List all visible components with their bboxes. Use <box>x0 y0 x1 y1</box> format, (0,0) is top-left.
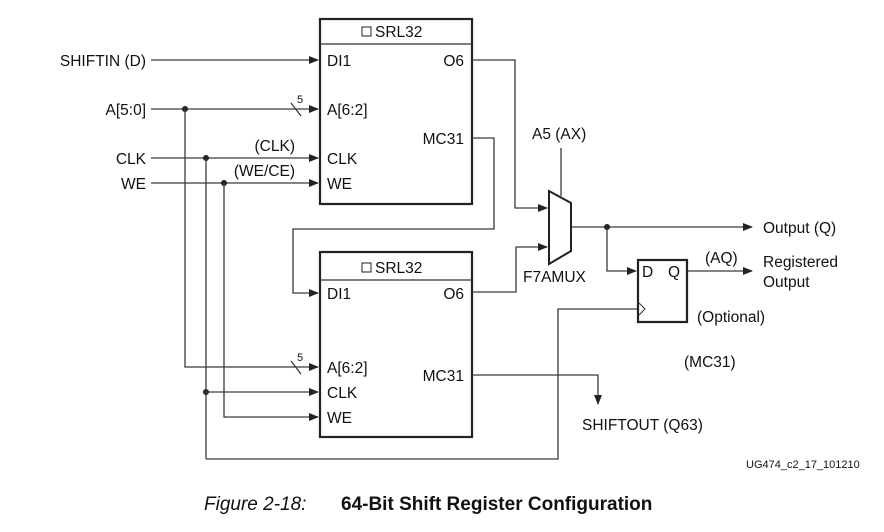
srl-bottom-mc31: MC31 <box>423 368 464 385</box>
clock-triangle-icon <box>638 302 646 316</box>
registered-label-line2: Output <box>763 274 810 291</box>
address-wire-bottom <box>184 109 319 371</box>
srl-square-icon <box>361 26 372 37</box>
mux-shape <box>548 189 572 266</box>
srl-top-di: DI1 <box>327 53 351 70</box>
o6-bottom-to-mux-wire <box>472 243 548 293</box>
srl-top-mc31: MC31 <box>423 131 464 148</box>
registered-label-line1: Registered <box>763 254 838 271</box>
clk-label: CLK <box>116 151 147 168</box>
srl-top-addr: A[6:2] <box>327 102 368 119</box>
clk-to-flipflop-wire <box>206 308 638 460</box>
srl32-bottom: SRL32 DI1 A[6:2] CLK WE O6 MC31 <box>318 250 474 439</box>
bus-width-top: 5 <box>297 94 303 106</box>
shiftout-label: SHIFTOUT (Q63) <box>582 417 703 434</box>
aq-label: (AQ) <box>705 250 738 267</box>
srl32-top: SRL32 DI1 A[6:2] CLK WE O6 MC31 <box>318 17 474 206</box>
caption-number: Figure 2-18: <box>204 494 306 515</box>
ff-q-label: Q <box>668 264 680 281</box>
output-q-label: Output (Q) <box>763 220 836 237</box>
srl-top-we: WE <box>327 176 352 193</box>
srl-bottom-clk: CLK <box>327 385 358 402</box>
clk-alias-label: (CLK) <box>255 138 295 155</box>
bus-slash-bottom <box>290 360 302 375</box>
srl-bottom-title: SRL32 <box>375 260 422 277</box>
mux-to-ff-wire <box>606 227 637 275</box>
shiftin-label: SHIFTIN (D) <box>60 53 146 70</box>
srl-top-clk: CLK <box>327 151 358 168</box>
we-alias-label: (WE/CE) <box>234 163 295 180</box>
f7amux: A5 (AX) F7AMUX <box>523 126 587 286</box>
mux-select-label: A5 (AX) <box>532 126 586 143</box>
mc31-cascade-wire <box>292 137 495 297</box>
we-label: WE <box>121 176 146 193</box>
srl-top-o6: O6 <box>443 53 464 70</box>
bus-slash-top <box>290 102 302 117</box>
srl-square-icon <box>361 262 372 273</box>
mc31-note-label: (MC31) <box>684 354 736 371</box>
figure-id: UG474_c2_17_101210 <box>746 459 860 471</box>
we-wire-bottom <box>223 183 319 421</box>
optional-label: (Optional) <box>697 309 765 326</box>
address-label: A[5:0] <box>106 102 147 119</box>
srl-bottom-o6: O6 <box>443 286 464 303</box>
srl-top-title: SRL32 <box>375 24 422 41</box>
o6-top-to-mux-wire <box>472 59 548 212</box>
caption-title: 64-Bit Shift Register Configuration <box>341 494 652 515</box>
srl-bottom-di: DI1 <box>327 286 351 303</box>
srl-bottom-addr: A[6:2] <box>327 360 368 377</box>
bus-width-bottom: 5 <box>297 352 303 364</box>
srl-bottom-we: WE <box>327 410 352 427</box>
mux-name-label: F7AMUX <box>523 269 587 286</box>
flipflop: D Q <box>636 258 689 324</box>
shiftout-wire <box>472 374 602 405</box>
ff-d-label: D <box>642 264 653 281</box>
